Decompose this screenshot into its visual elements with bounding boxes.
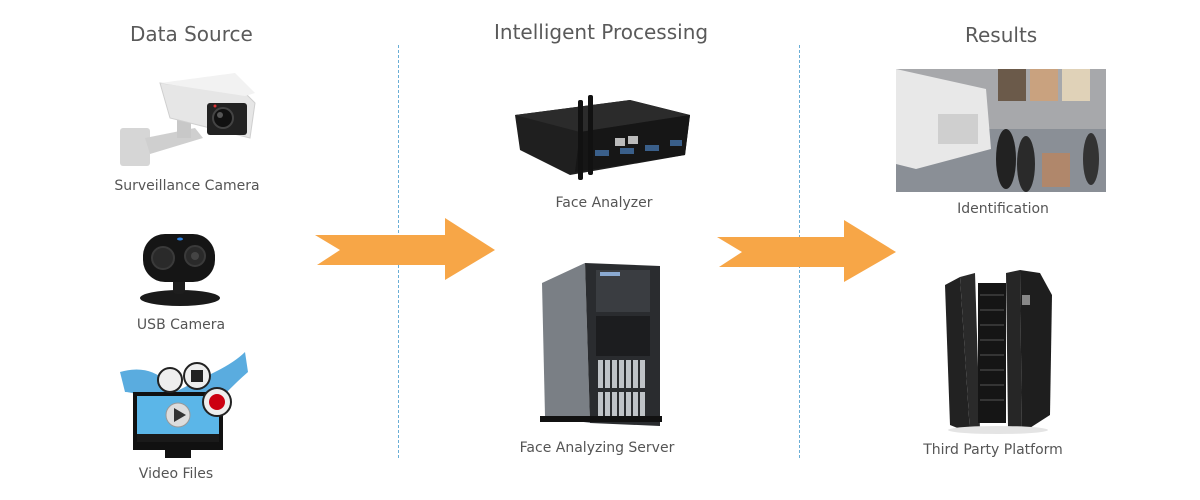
arrow-right-icon: [717, 220, 896, 282]
label-face-analyzer: Face Analyzer: [555, 195, 653, 211]
arrow-right-icon: [315, 218, 495, 280]
label-usb-camera: USB Camera: [136, 317, 226, 333]
heading-results: Results: [965, 23, 1038, 47]
label-face-analyzing-server: Face Analyzing Server: [519, 440, 675, 456]
label-video-files: Video Files: [138, 466, 214, 482]
face-analyzer-icon: [515, 95, 690, 180]
heading-intelligent-processing: Intelligent Processing: [494, 20, 709, 44]
identification-photo: [896, 69, 1106, 192]
rack-server-icon: [945, 270, 1052, 434]
label-third-party-platform: Third Party Platform: [923, 442, 1063, 458]
heading-data-source: Data Source: [130, 22, 253, 46]
tower-server-icon: [540, 263, 662, 426]
label-identification: Identification: [957, 201, 1049, 217]
label-surveillance-camera: Surveillance Camera: [114, 178, 260, 194]
surveillance-camera-icon: [120, 73, 256, 166]
video-files-icon: [120, 352, 248, 458]
usb-camera-icon: [140, 234, 220, 306]
